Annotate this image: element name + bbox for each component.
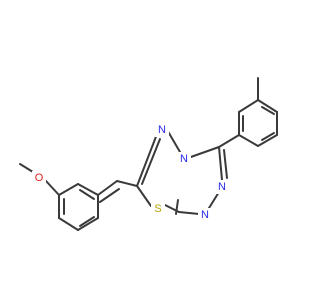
bond-2 (257, 99, 278, 113)
atom-label-o: O (35, 172, 44, 184)
bond-27 (58, 183, 79, 196)
bond-9 (261, 132, 275, 141)
atom-label-n-right2: N (201, 209, 209, 221)
atom-n-right2: N (198, 208, 212, 222)
bond-16 (178, 211, 200, 215)
bond-18 (164, 204, 180, 213)
structure-svg: N N N N S O (19, 77, 278, 231)
atom-o: O (32, 171, 46, 185)
bond-20 (136, 133, 158, 187)
bond-15 (208, 191, 220, 209)
bond-23 (116, 180, 138, 187)
bond-30 (77, 217, 99, 231)
atom-label-n-top: N (158, 124, 166, 136)
bond-12 (187, 146, 220, 159)
atom-s: S (151, 202, 165, 216)
bond-25 (99, 188, 120, 203)
bond-26 (77, 183, 99, 196)
bond-24 (97, 180, 118, 196)
bond-19 (136, 185, 152, 207)
atom-n-right1: N (215, 180, 229, 194)
atom-n-top: N (155, 123, 169, 137)
atom-label-s: S (154, 203, 161, 215)
bond-34 (79, 189, 95, 200)
bond-36 (19, 163, 34, 173)
bond-11 (218, 134, 240, 148)
bond-13 (218, 146, 223, 181)
bond-layer (19, 77, 278, 231)
bond-29 (58, 217, 79, 231)
bond-21 (141, 138, 161, 185)
bond-35 (45, 180, 60, 196)
molecule-drawing: N N N N S O (19, 77, 278, 231)
bond-7 (238, 99, 259, 113)
bond-33 (79, 216, 95, 227)
atom-n-bridge: N (177, 152, 191, 166)
atom-label-n-right1: N (218, 181, 226, 193)
bond-14 (223, 149, 228, 179)
bond-4 (257, 134, 278, 147)
bond-8 (261, 106, 275, 115)
bond-5 (238, 134, 259, 147)
atom-label-n-bridge: N (180, 153, 188, 165)
